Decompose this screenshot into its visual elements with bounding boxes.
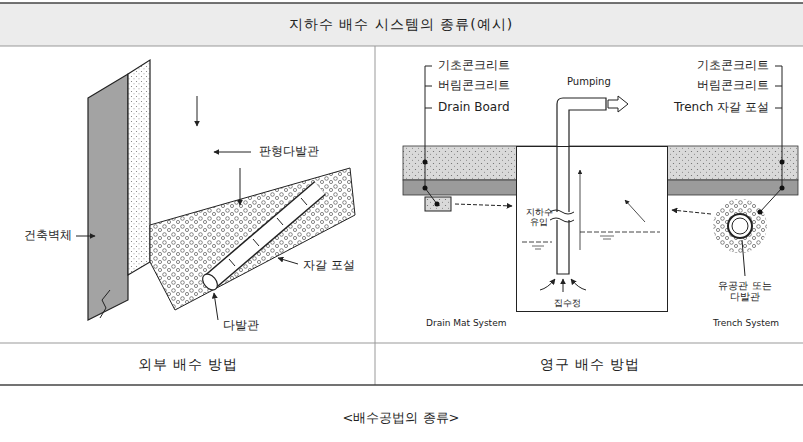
table-cell: 영구 배수 방법	[540, 356, 641, 372]
external-drain-illustration	[197, 96, 198, 126]
permanent-drain-illustration	[571, 279, 586, 290]
external-drain-illustration	[214, 293, 218, 320]
layer-label: 기초콘크리트	[696, 59, 770, 73]
permanent-drain-illustration	[732, 218, 748, 234]
layer-label: 버림콘크리트	[437, 79, 511, 93]
permanent-drain-illustration	[600, 236, 614, 237]
table-frame	[0, 3, 803, 385]
inflow-label: 지하수 유입	[523, 207, 555, 228]
permanent-drain-illustration	[563, 279, 564, 292]
permanent-drain-illustration	[425, 86, 432, 87]
permanent-drain-illustration	[550, 218, 574, 222]
permanent-drain-illustration	[775, 86, 782, 87]
permanent-drain-illustration	[672, 210, 711, 214]
system-label: Drain Mat System	[425, 318, 507, 328]
external-drain-illustration	[128, 60, 150, 275]
external-drain-illustration	[150, 168, 355, 310]
table-frame	[0, 3, 803, 46]
permanent-drain-illustration	[550, 210, 574, 214]
permanent-drain-illustration	[455, 204, 512, 206]
layer-label: 버림콘크리트	[696, 79, 770, 93]
sump-label: 집수정	[554, 298, 581, 308]
permanent-drain-illustration	[425, 108, 432, 109]
permanent-drain-illustration	[608, 96, 628, 112]
permanent-drain-illustration	[516, 146, 668, 312]
permanent-drain-illustration	[780, 160, 785, 165]
table-cell: 외부 배수 방법	[138, 356, 239, 372]
permanent-drain-illustration	[742, 240, 745, 276]
external-drain-illustration	[100, 290, 110, 318]
permanent-drain-illustration	[557, 98, 606, 274]
external-drain-illustration	[301, 198, 307, 205]
part-label: 자갈 포설	[302, 259, 356, 273]
table-frame	[0, 384, 803, 386]
permanent-drain-illustration	[403, 66, 798, 312]
permanent-drain-illustration	[540, 279, 555, 290]
part-label: 다발관	[222, 319, 260, 333]
part-label: 판형다발관	[258, 145, 320, 159]
permanent-drain-illustration	[580, 170, 581, 250]
permanent-drain-illustration	[423, 186, 428, 191]
external-drain-illustration	[214, 152, 251, 153]
external-drain-illustration	[253, 239, 259, 246]
permanent-drain-illustration	[522, 242, 552, 243]
table-frame	[0, 46, 803, 47]
part-label: 건축벽체	[23, 229, 73, 243]
layer-label: 기초콘크리트	[437, 59, 511, 73]
permanent-drain-illustration	[713, 199, 767, 253]
external-drain-illustration	[229, 259, 235, 266]
external-drain-illustration	[240, 168, 241, 205]
permanent-drain-illustration	[728, 214, 752, 238]
sump-box: 지하수 유입집수정	[516, 146, 668, 312]
permanent-drain-illustration	[603, 239, 611, 240]
part-label: 유공관 또는 다발관	[715, 280, 775, 303]
permanent-drain-illustration	[625, 200, 645, 222]
external-drain-illustration	[76, 60, 355, 320]
external-drain-illustration	[76, 236, 95, 237]
system-label: Trench System	[712, 318, 780, 328]
external-drain-illustration	[88, 74, 128, 320]
permanent-drain-illustration	[435, 202, 440, 207]
permanent-drain-illustration	[423, 160, 428, 165]
external-drain-illustration	[278, 258, 298, 264]
permanent-drain-illustration	[580, 232, 660, 233]
permanent-drain-illustration	[532, 246, 544, 247]
permanent-drain-illustration	[535, 249, 541, 250]
table-frame	[375, 46, 376, 385]
permanent-drain-illustration	[780, 186, 785, 191]
permanent-drain-illustration	[425, 66, 437, 204]
flow-label: Pumping	[566, 76, 612, 88]
permanent-drain-illustration	[775, 108, 782, 109]
permanent-drain-illustration	[425, 197, 451, 211]
permanent-drain-illustration	[758, 210, 763, 215]
figure-caption: <배수공법의 종류>	[343, 411, 460, 426]
table-frame	[0, 343, 803, 344]
layer-label: Drain Board	[437, 101, 511, 115]
external-drain-illustration	[277, 218, 283, 225]
table-frame	[0, 2, 803, 4]
layer-label: Trench 자갈 포설	[673, 101, 770, 115]
external-drain-illustration	[200, 271, 221, 293]
table-title: 지하수 배수 시스템의 종류(예시)	[289, 16, 513, 32]
